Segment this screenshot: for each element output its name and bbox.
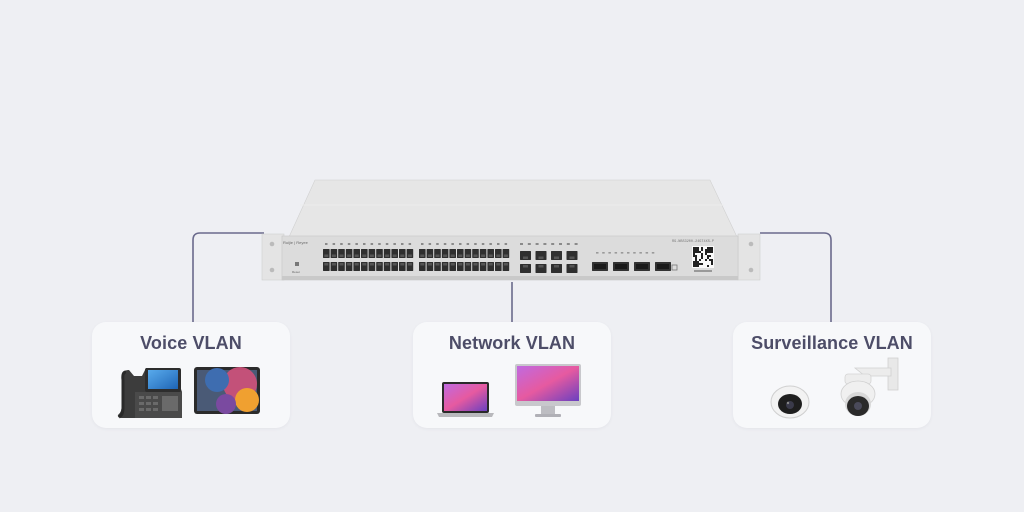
network-vlan-card: Network VLAN: [413, 322, 611, 428]
network-vlan-title: Network VLAN: [448, 333, 576, 353]
connector-surveillance: [760, 232, 832, 322]
rj45-port-bank-2: [419, 249, 510, 271]
network-vlan-devices: [437, 364, 581, 417]
rj45-port-bank-1: [323, 249, 414, 271]
voice-vlan-title: Voice VLAN: [140, 333, 242, 353]
connector-voice: [192, 232, 264, 322]
poe-port-bank: [520, 251, 578, 273]
ptz-camera-icon: [840, 357, 899, 416]
ip-phone-icon: [117, 368, 182, 419]
voice-vlan-devices: [117, 367, 260, 419]
voice-vlan-card: Voice VLAN: [92, 322, 290, 428]
surveillance-vlan-title: Surveillance VLAN: [751, 333, 913, 353]
switch-brand-label: Ruijie | Reyee: [283, 240, 308, 245]
laptop-icon: [437, 382, 494, 417]
surveillance-vlan-card: Surveillance VLAN: [733, 322, 931, 428]
rack-ear-right: [737, 233, 761, 281]
rack-ear-left: [261, 233, 285, 281]
reset-label: Reset: [292, 270, 300, 274]
qr-code: [692, 246, 714, 272]
desktop-monitor-icon: [515, 364, 581, 417]
tablet-icon: [194, 367, 260, 414]
dome-camera-icon: [770, 385, 810, 419]
reset-button: [295, 262, 299, 266]
switch-model-label: RG-NBS3200-24GT4XS-P: [672, 240, 715, 244]
surveillance-vlan-devices: [770, 357, 899, 419]
